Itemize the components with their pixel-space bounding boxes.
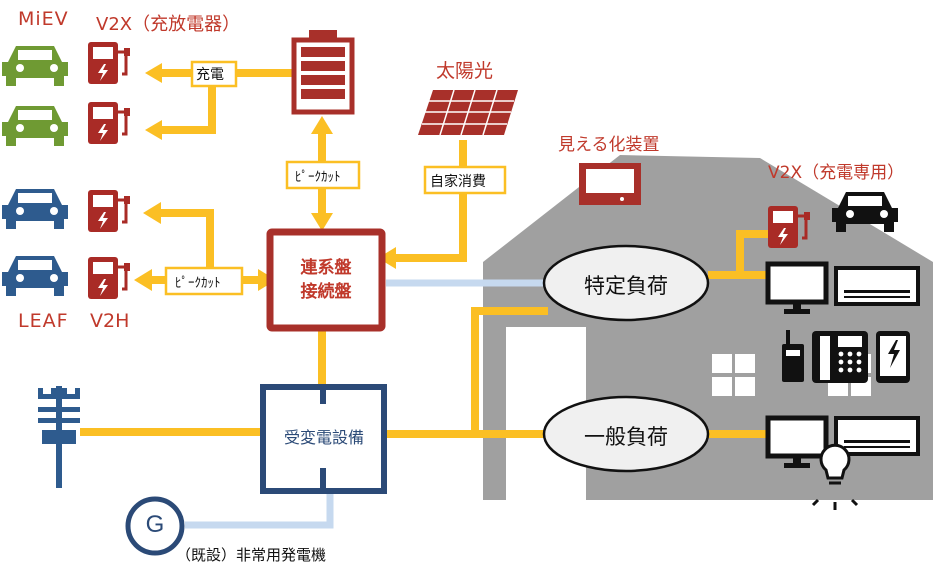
generator-caption: （既設）非常用発電機	[176, 546, 327, 564]
general-load-label: 一般負荷	[584, 425, 668, 449]
air-conditioner-icon-general	[834, 416, 920, 456]
battery-to-miev2-line	[162, 73, 216, 134]
tablet-icon	[876, 331, 910, 383]
monitor-device-label: 見える化装置	[558, 135, 660, 155]
grid-link-lines	[185, 279, 548, 529]
arrowhead-leaf2-left	[134, 269, 152, 291]
monitor-device-icon	[579, 163, 641, 205]
self-consumption-label: 自家消費	[430, 174, 486, 190]
arrowhead-miev2	[145, 120, 162, 140]
tv-icon	[765, 261, 829, 314]
solar-panel-icon	[418, 89, 518, 136]
ev-car-icon-black	[832, 192, 898, 232]
v2x-charger-label: V2X（充放電器）	[96, 14, 241, 35]
miev-label: MiEV	[18, 8, 69, 30]
charge-label-box	[190, 60, 238, 88]
air-conditioner-icon	[834, 266, 920, 306]
telephone-icon	[812, 331, 868, 383]
specific-load-to-v2x-line	[736, 230, 768, 275]
battery-icon	[291, 30, 355, 115]
general-load-ellipse	[542, 395, 710, 473]
panel-label-line1: 連系盤	[300, 258, 352, 278]
tv-icon-general	[765, 415, 829, 468]
peak-cut-upper-label: ﾋﾟｰｸｶｯﾄ	[295, 170, 341, 185]
ev-car-icon-blue	[2, 189, 68, 296]
arrowhead-panel-right	[378, 247, 396, 269]
solar-to-panel-line	[395, 140, 467, 262]
charge-label: 充電	[196, 67, 224, 83]
substation-label: 受変電設備	[283, 428, 364, 447]
panel-label: 連系盤 接続盤	[270, 256, 382, 304]
leaf-label: LEAF	[18, 310, 69, 332]
house-window-1	[712, 354, 755, 396]
v2x-charge-only-label: V2X（充電専用）	[768, 163, 905, 183]
specific-load-ellipse	[542, 244, 710, 322]
substation-to-specific-load-line	[471, 307, 548, 434]
flow-arrowheads	[134, 63, 396, 291]
peak-cut-upper-box	[285, 160, 361, 190]
light-bulb-icon	[811, 443, 859, 510]
arrowhead-panel-top	[311, 213, 333, 231]
panel-label-line2: 接続盤	[300, 282, 352, 302]
self-consumption-box	[423, 165, 507, 195]
arrowhead-battery	[311, 116, 333, 134]
radio-icon	[782, 330, 804, 382]
arrowhead-leaf1	[143, 202, 161, 224]
specific-load-label: 特定負荷	[584, 274, 668, 298]
solar-label: 太陽光	[436, 60, 494, 82]
generator-line	[185, 493, 334, 529]
charger-icon	[88, 42, 810, 299]
v2h-label: V2H	[90, 310, 130, 332]
peak-cut-left-label: ﾋﾟｰｸｶｯﾄ	[175, 276, 221, 291]
generator-icon	[125, 496, 185, 556]
peak-cut-left-box	[164, 266, 244, 296]
grid-connection-panel	[266, 228, 386, 332]
generator-symbol: G	[145, 511, 165, 538]
arrowhead-miev1	[145, 63, 162, 83]
substation-box	[260, 384, 387, 494]
utility-pole-icon	[38, 386, 80, 488]
ev-car-icon	[2, 46, 68, 146]
